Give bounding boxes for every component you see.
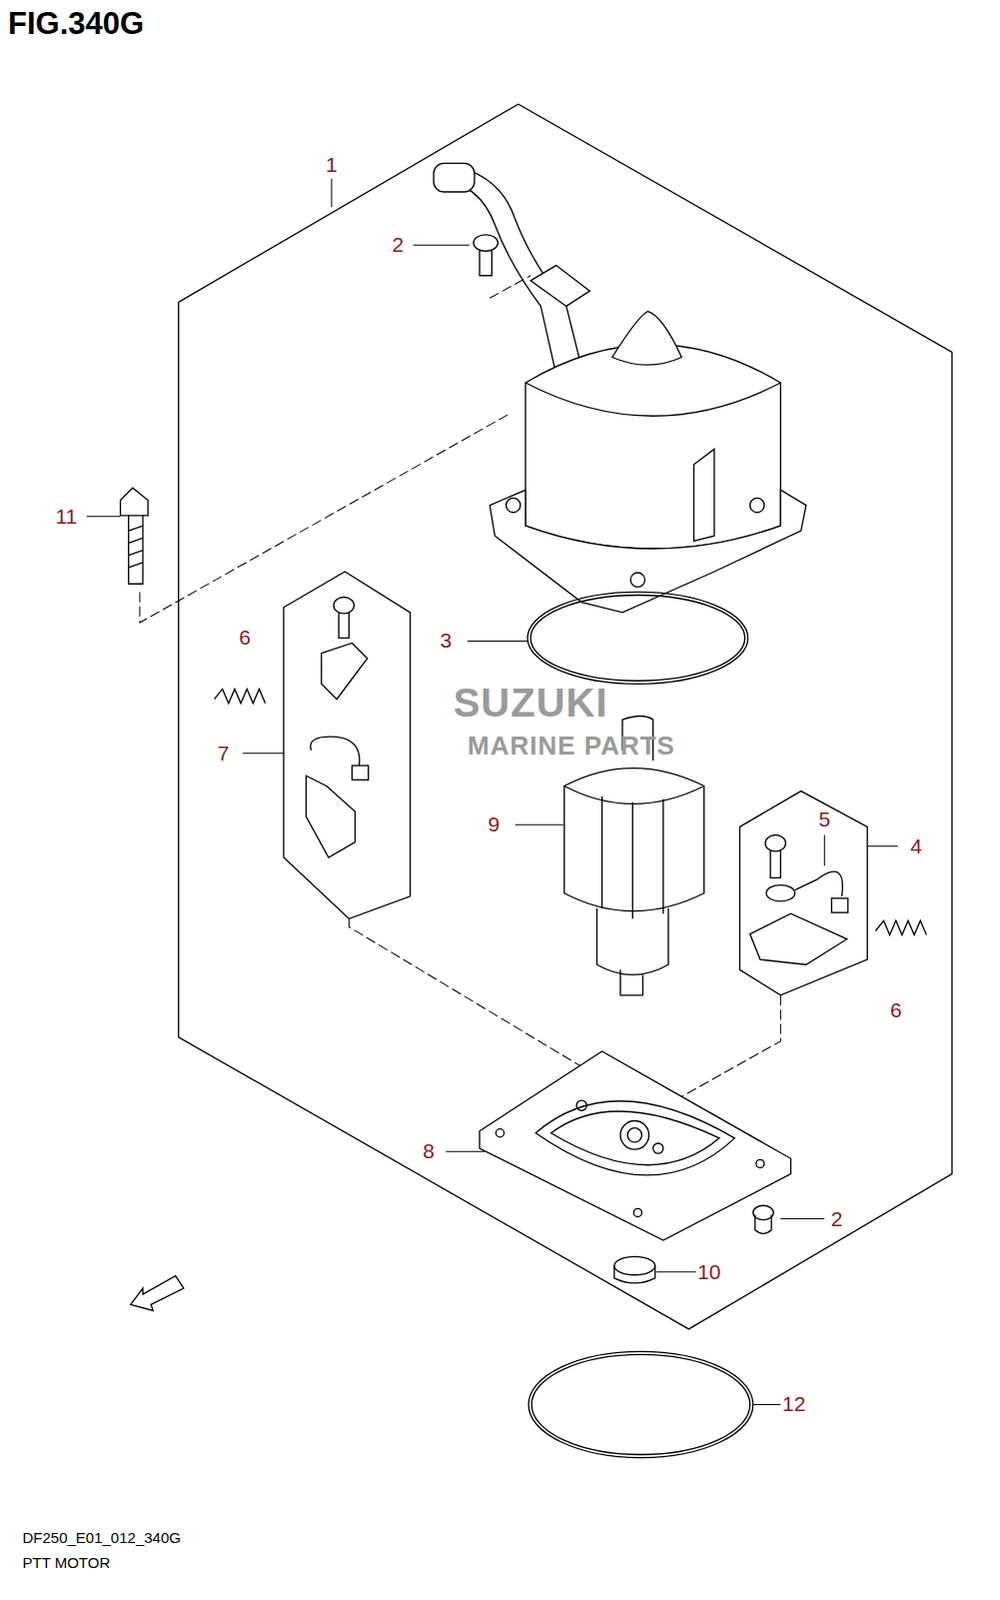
caption-text: DF250_E01_012_340G — [21, 1528, 180, 1546]
callout-number: 8 — [422, 1138, 435, 1163]
callout-number: 6 — [238, 625, 251, 650]
callout-number: 7 — [217, 741, 230, 766]
figure-title: FIG.340G — [7, 5, 144, 42]
callout-number: 3 — [440, 628, 453, 653]
callout-number: 5 — [818, 807, 831, 832]
callout-number: 6 — [890, 998, 903, 1022]
callout-number: 9 — [488, 812, 501, 837]
callout-number: 2 — [392, 232, 405, 257]
caption-text: PTT MOTOR — [21, 1553, 110, 1571]
callout-number: 12 — [782, 1391, 806, 1416]
callout-number: 4 — [910, 834, 923, 859]
callout-number: 1 — [325, 152, 338, 177]
watermark: MARINE PARTS — [467, 729, 676, 761]
callout-number: 11 — [54, 504, 77, 529]
watermark: SUZUKI — [453, 679, 609, 725]
callout-number: 2 — [831, 1206, 844, 1231]
callout-number: 10 — [697, 1259, 721, 1284]
